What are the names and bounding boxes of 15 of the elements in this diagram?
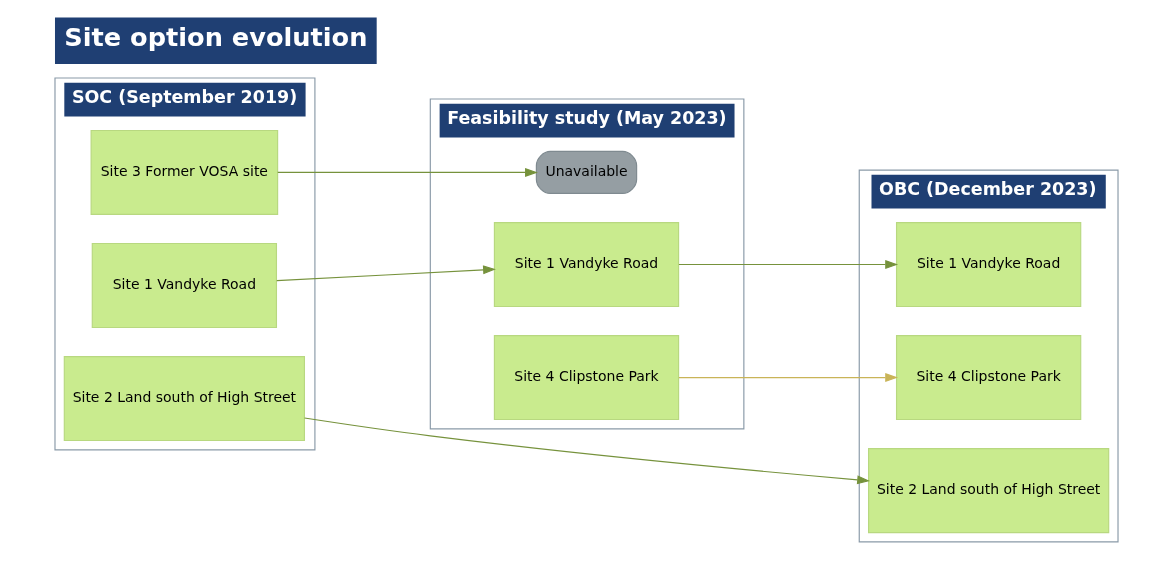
diagram-title: Site option evolution <box>64 22 368 53</box>
node-box: Site 3 Former VOSA site <box>90 129 279 215</box>
node-box: Site 4 Clipstone Park <box>493 335 680 421</box>
node-box: Site 4 Clipstone Park <box>895 335 1082 421</box>
node-box: Unavailable <box>535 150 638 194</box>
node-box: Site 1 Vandyke Road <box>895 221 1082 308</box>
arrow <box>277 167 538 177</box>
arrow <box>678 260 899 269</box>
node-box: Site 2 Land south of High Street <box>63 356 305 442</box>
arrow <box>304 417 870 485</box>
node-box: Site 1 Vandyke Road <box>91 242 278 329</box>
arrow <box>678 373 899 383</box>
node-box: Site 1 Vandyke Road <box>493 221 680 308</box>
arrow <box>276 265 496 282</box>
node-box: Site 2 Land south of High Street <box>868 448 1110 534</box>
